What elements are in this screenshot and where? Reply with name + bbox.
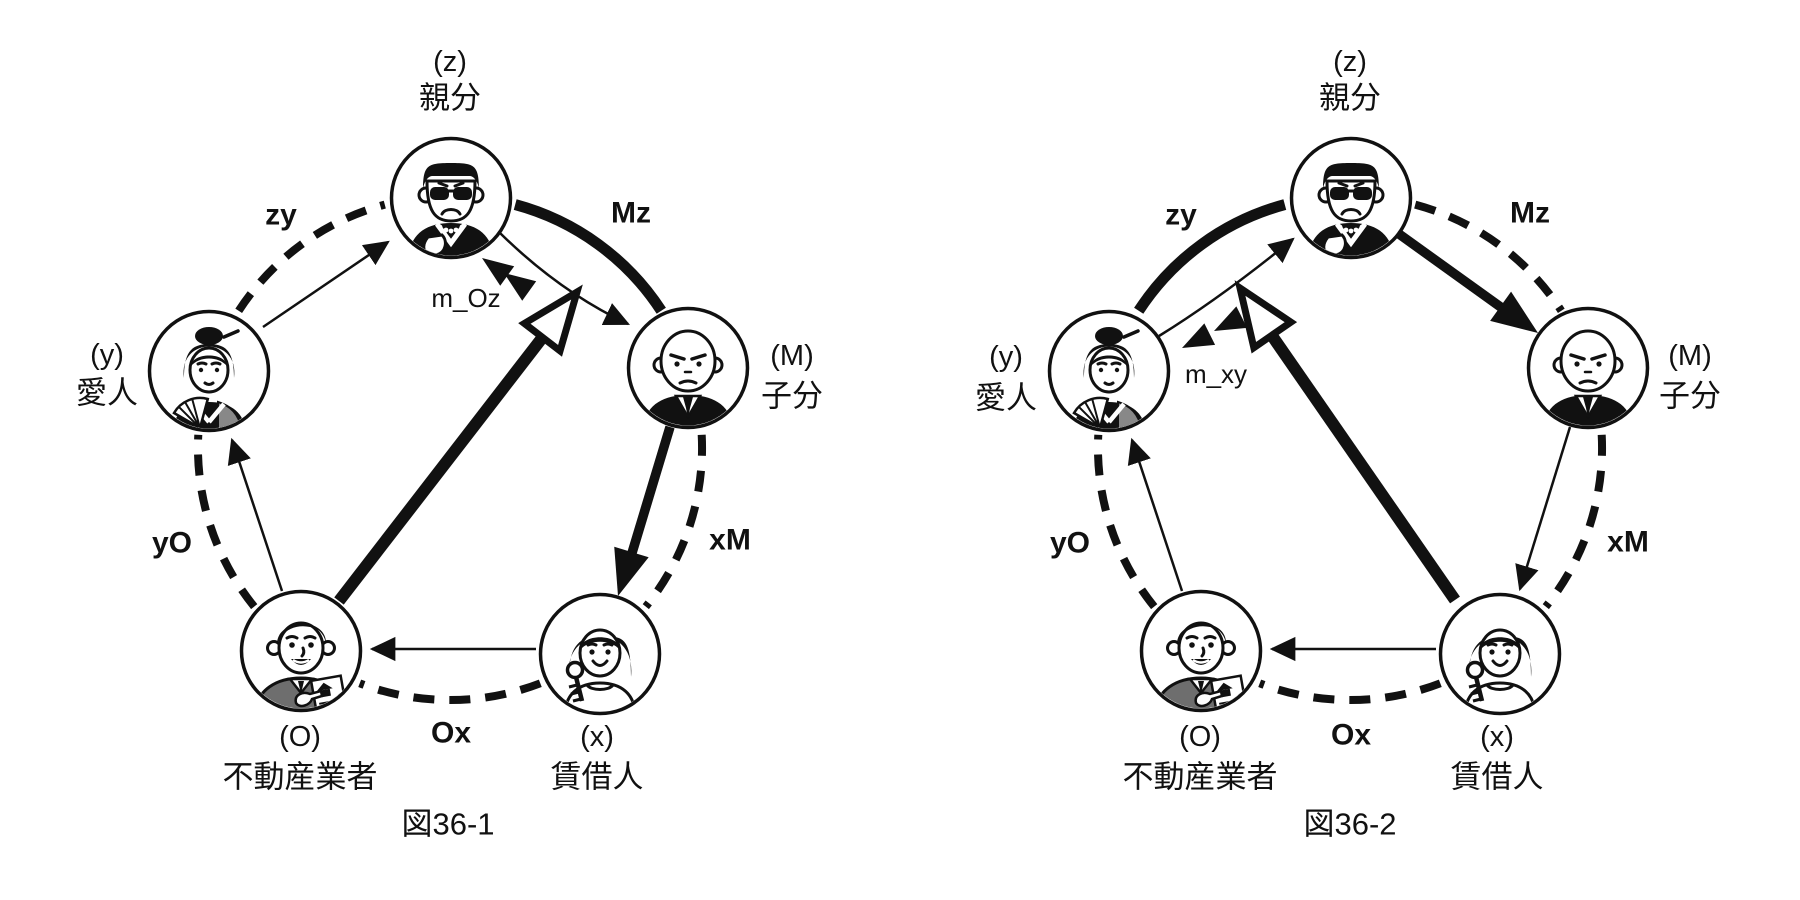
figure-36-2: (z) 親分 (M) 子分 (x) 賃借人 (O) 不動産業者 (y) 愛人 z…: [975, 46, 1721, 842]
edge-label-Mz: Mz: [1510, 197, 1550, 230]
payment-arrow-y-to-z: [1158, 237, 1295, 338]
figure-caption-1: 図36-1: [401, 807, 494, 842]
node-y-mistress: [1047, 309, 1171, 433]
edge-label-xM: xM: [1607, 526, 1649, 559]
node-M-code: (M): [770, 340, 813, 372]
node-O-name: 不動産業者: [223, 760, 378, 795]
node-M-name: 子分: [1659, 379, 1721, 414]
edge-label-yO: yO: [152, 527, 192, 560]
claim-arc-zy: [235, 200, 386, 313]
node-z-boss: [1289, 136, 1413, 260]
node-x-name: 賃借人: [551, 760, 644, 795]
edge-label-xM: xM: [709, 524, 751, 557]
payment-arrow-y-to-z: [262, 240, 390, 329]
node-y-name: 愛人: [975, 381, 1037, 416]
node-z-code: (z): [433, 46, 467, 78]
payment-arrow-z-to-M: [499, 232, 630, 326]
node-M-henchman: [1526, 306, 1650, 430]
claim-arc-Mz-emphasized: [513, 199, 666, 314]
node-M-name: 子分: [761, 379, 823, 414]
node-z-boss: [389, 136, 513, 260]
node-x-code: (x): [1480, 721, 1514, 753]
claim-arc-yO: [1093, 434, 1158, 610]
claim-arc-Ox: [1258, 679, 1442, 705]
node-x-tenant: [1438, 592, 1562, 716]
claim-arc-Mz: [1414, 200, 1565, 313]
node-y-code: (y): [90, 339, 124, 371]
node-y-name: 愛人: [76, 376, 138, 411]
money-label-m-xy: m_xy: [1185, 359, 1247, 389]
node-y-code: (y): [989, 341, 1023, 373]
edge-label-Mz: Mz: [611, 197, 651, 230]
claim-arc-yO: [193, 434, 258, 610]
payment-arrow-M-to-x-thick: [627, 425, 675, 555]
node-M-code: (M): [1668, 340, 1711, 372]
claim-arc-zy-emphasized: [1134, 199, 1287, 314]
claim-arc-xM: [1542, 434, 1607, 610]
figure-caption-2: 図36-2: [1303, 807, 1396, 842]
payment-arrow-z-to-M-thick: [1396, 230, 1505, 312]
money-label-m-Oz: m_Oz: [431, 283, 500, 313]
edge-label-zy: zy: [1165, 199, 1197, 232]
node-x-code: (x): [580, 721, 614, 753]
node-z-name: 親分: [1319, 81, 1381, 116]
node-O-realtor: [1139, 589, 1263, 719]
payment-arrow-M-to-x: [1515, 426, 1572, 592]
node-z-name: 親分: [419, 81, 481, 116]
claim-arc-Ox: [358, 679, 542, 705]
seizure-arrow-from-O: [334, 325, 554, 605]
edge-label-Ox: Ox: [1331, 719, 1371, 752]
payment-arrow-O-to-y: [227, 437, 284, 592]
node-O-code: (O): [1179, 721, 1221, 753]
claim-arc-xM: [642, 434, 707, 610]
node-z-code: (z): [1333, 46, 1367, 78]
seizure-arrow-from-x: [1261, 323, 1460, 604]
payment-arrow-O-to-y: [1127, 437, 1184, 592]
node-O-realtor: [239, 589, 363, 719]
node-x-tenant: [538, 592, 662, 716]
edge-label-zy: zy: [265, 199, 297, 232]
node-M-henchman: [626, 306, 750, 430]
edge-label-yO: yO: [1050, 527, 1090, 560]
figure-36-1: (z) 親分 (M) 子分 (x) 賃借人 (O) 不動産業者 (y) 愛人 z…: [76, 46, 823, 842]
node-y-mistress: [147, 309, 271, 433]
edge-label-Ox: Ox: [431, 717, 471, 750]
node-x-name: 賃借人: [1451, 760, 1544, 795]
node-O-name: 不動産業者: [1123, 760, 1278, 795]
node-O-code: (O): [279, 721, 321, 753]
